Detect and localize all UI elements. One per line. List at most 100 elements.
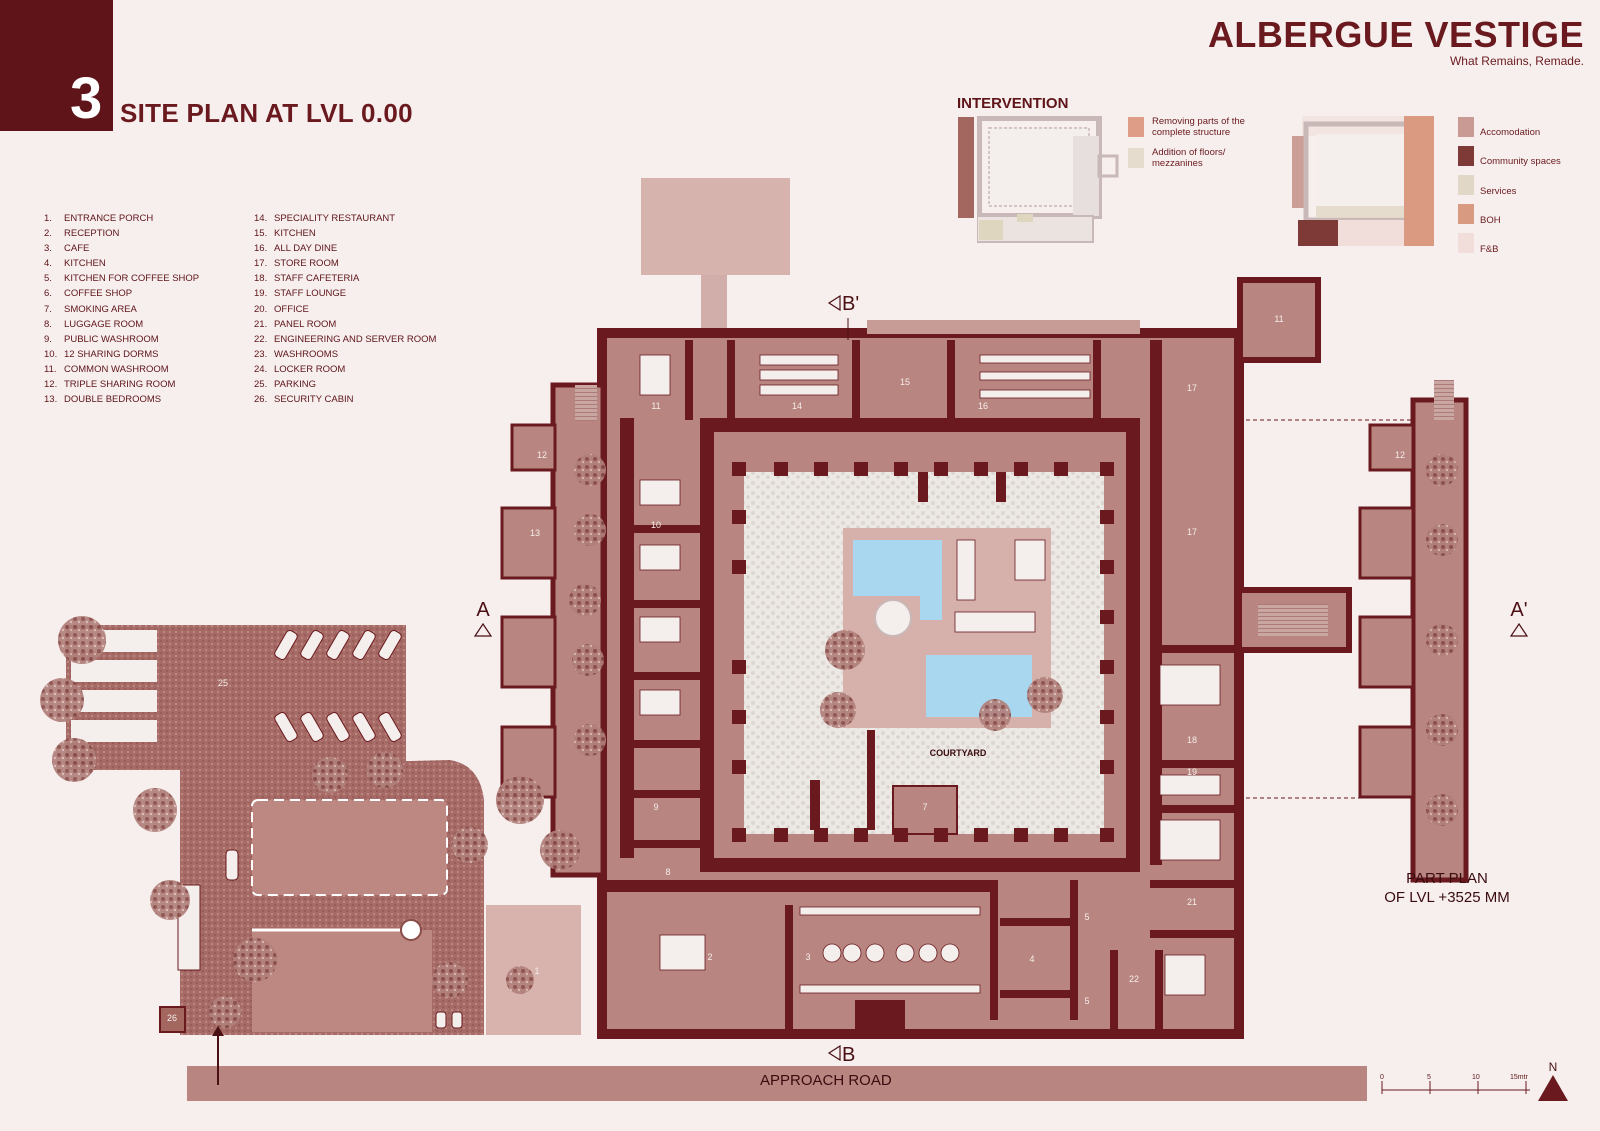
legend-item: 14. SPECIALITY RESTAURANT [254, 211, 436, 226]
east-part-plan-rooms [1358, 423, 1415, 799]
legend-item-label: KITCHEN [64, 258, 106, 270]
courtyard-label: COURTYARD [930, 748, 987, 758]
legend-item-number: 7. [44, 303, 52, 315]
zoning-swatch-community [1458, 146, 1474, 166]
legend-item: 13. DOUBLE BEDROOMS [44, 392, 199, 407]
legend-item-number: 15. [254, 228, 268, 240]
brand-title: ALBERGUE VESTIGE [1207, 14, 1584, 55]
legend-item-label: ENTRANCE PORCH [64, 213, 154, 224]
room-label-17: 17 [1187, 383, 1197, 393]
legend-item-label: PARKING [274, 379, 317, 391]
legend-item: 8. LUGGAGE ROOM [44, 317, 199, 332]
legend-item-label: LUGGAGE ROOM [64, 318, 144, 330]
legend-item: 15.KITCHEN [254, 226, 436, 241]
room-label-20: 20 [1187, 838, 1197, 848]
trees [40, 454, 1458, 1028]
north-terrace [867, 320, 1140, 334]
room-label-11: 11 [651, 401, 660, 411]
parking-island-upper [251, 799, 448, 896]
brand-subtitle: What Remains, Remade. [1449, 54, 1584, 68]
legend-item-number: 10. [44, 348, 58, 360]
scale-bar: 0 5 10 15mtr [1380, 1074, 1530, 1094]
parking-slot [71, 690, 157, 712]
legend-item-label: CAFE [64, 243, 90, 255]
room-label-26: 26 [167, 1013, 177, 1023]
section-marker-b: B [842, 1044, 855, 1066]
intervention-title: INTERVENTION [957, 95, 1069, 112]
furniture [639, 354, 1221, 996]
legend-item-number: 13. [44, 394, 58, 406]
legend-item-number: 20. [254, 303, 268, 315]
legend-item: 18. STAFF CAFETERIA [254, 271, 436, 286]
legend-item-number: 8. [44, 318, 52, 330]
section-arrow-a-prime [1509, 622, 1529, 637]
west-wing-rooms [500, 423, 557, 799]
approach-road-label: APPROACH ROAD [760, 1072, 892, 1089]
legend-item: 7. SMOKING AREA [44, 302, 199, 317]
legend-item-number: 25. [254, 379, 268, 391]
section-marker-a: A [476, 599, 490, 621]
north-annex-block [641, 178, 790, 275]
legend-item-number: 12. [44, 379, 58, 391]
legend-item: 23.WASHROOMS [254, 347, 436, 362]
room-labels: 1 2 3 4 5 5 7 8 9 10 11 11 12 12 13 14 1… [167, 314, 1405, 1023]
pool-lower [926, 655, 1032, 717]
smoking-area [892, 785, 958, 835]
legend-item: 11.COMMON WASHROOM [44, 362, 199, 377]
section-arrow-a [473, 622, 493, 637]
legend-item-number: 3. [44, 243, 52, 255]
legend-item-label: COMMON WASHROOM [64, 363, 169, 375]
part-plan-line1: PART PLAN [1406, 870, 1488, 887]
north-link [701, 275, 727, 332]
part-plan-line2: OF LVL +3525 MM [1384, 889, 1510, 906]
legend-item-number: 14. [254, 213, 268, 224]
intervention-label-addition: Addition of floors/ mezzanines [1152, 147, 1226, 169]
sheet-number: 3 [70, 66, 103, 131]
inner-wall-south [700, 858, 1140, 872]
entrance-porch [486, 905, 581, 1035]
legend-item-number: 19. [254, 288, 268, 300]
legend-item-label: SPECIALITY RESTAURANT [274, 213, 396, 224]
legend-item-number: 23. [254, 348, 268, 360]
svg-text:0: 0 [1380, 1074, 1384, 1081]
zoning-swatch-boh [1458, 204, 1474, 224]
legend-item-label: STORE ROOM [274, 258, 339, 270]
room-label-10: 10 [651, 520, 661, 530]
legend-item-label: SECURITY CABIN [274, 394, 354, 406]
legend-item-number: 1. [44, 213, 52, 224]
parking-slot [71, 720, 157, 742]
room-label-15: 15 [900, 377, 910, 387]
east-part-plan-stair [1434, 380, 1454, 420]
intervention-swatch-removal [1128, 117, 1144, 137]
parking-roundabout [400, 919, 422, 941]
inner-wall-north [700, 418, 1140, 432]
inner-wall-west [700, 418, 714, 872]
sheet-title: SITE PLAN AT LVL 0.00 [120, 98, 413, 128]
room-label-14: 14 [792, 401, 802, 411]
legend-item-label: DOUBLE BEDROOMS [64, 394, 162, 406]
zoning-label-boh: BOH [1480, 215, 1501, 226]
legend-item: 1. ENTRANCE PORCH [44, 211, 199, 226]
legend-item-number: 5. [44, 273, 52, 285]
east-range-wall [1150, 340, 1162, 865]
legend-item-label: SMOKING AREA [64, 303, 137, 315]
zoning-mini-plan [1292, 116, 1434, 246]
parking-slot [71, 660, 157, 682]
legend-item: 4.KITCHEN [44, 256, 199, 271]
room-label-11: 11 [1274, 314, 1283, 324]
room-label-12: 12 [537, 450, 547, 460]
legend-item-number: 18. [254, 273, 268, 285]
legend-item-label: 12 SHARING DORMS [64, 348, 159, 360]
section-arrow-b-prime [827, 294, 841, 312]
room-label-13: 13 [530, 528, 540, 538]
intervention-label-removal: Removing parts of the complete structure [1152, 116, 1245, 138]
legend-item-number: 9. [44, 333, 52, 345]
pool-upper [853, 540, 942, 620]
approach-road [187, 1066, 1367, 1101]
legend-item-label: STAFF CAFETERIA [274, 273, 360, 285]
parking-island-lower [252, 930, 432, 1032]
room-label-5: 5 [1084, 996, 1089, 1006]
room-label-16: 16 [978, 401, 988, 411]
